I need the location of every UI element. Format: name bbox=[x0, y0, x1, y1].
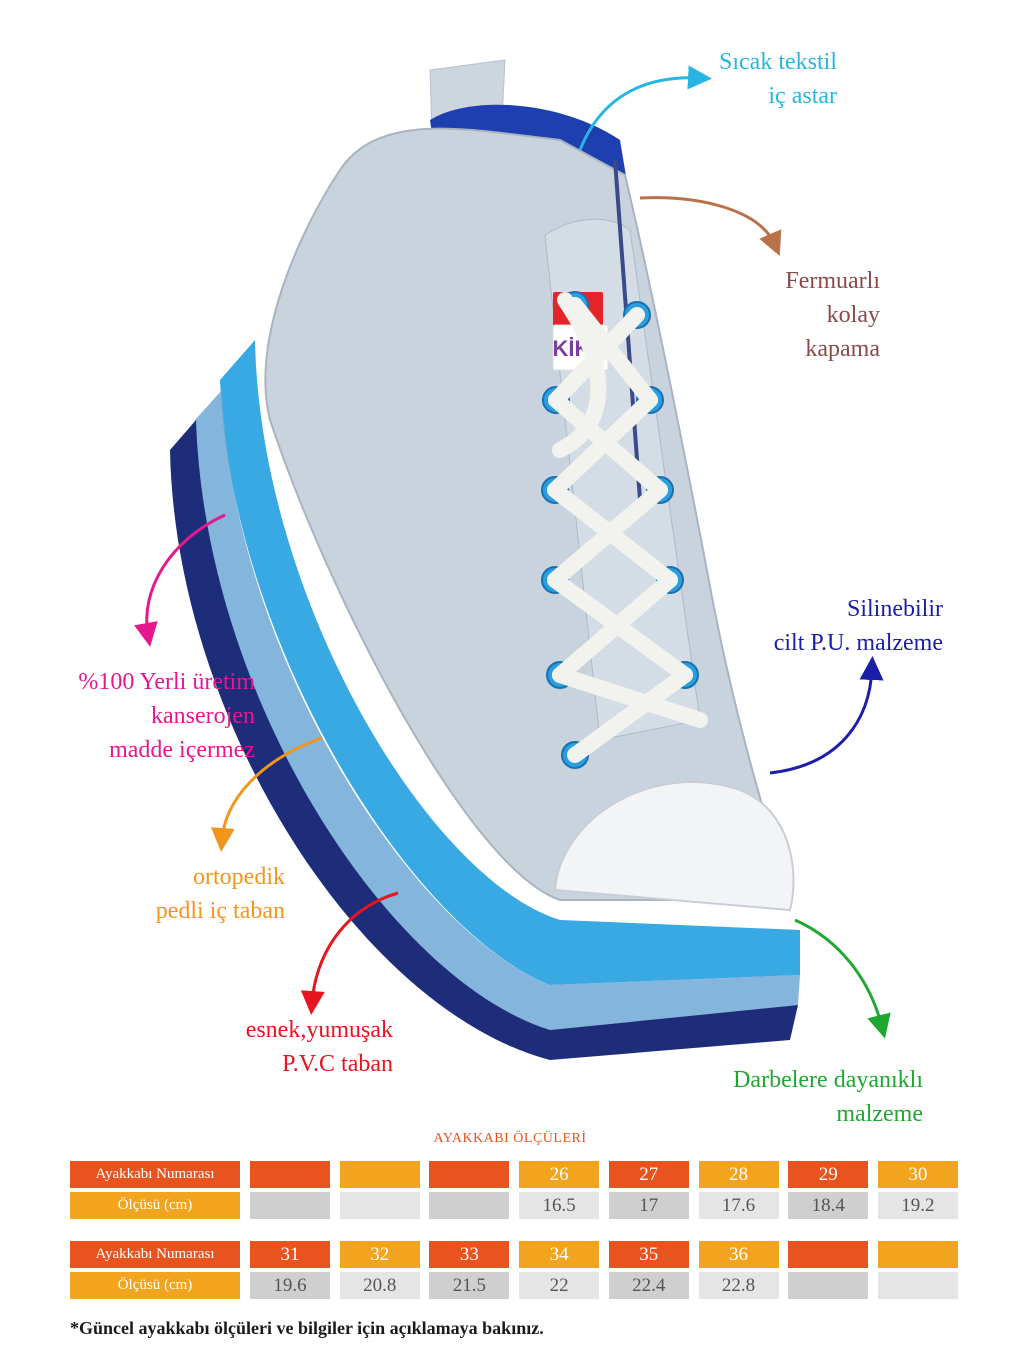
arrow-insole bbox=[210, 736, 323, 852]
size-cell bbox=[339, 1161, 420, 1188]
sneaker-image: KİKO bbox=[170, 59, 800, 1060]
size-cell: 29 bbox=[788, 1161, 869, 1188]
size-cell: 35 bbox=[608, 1241, 689, 1268]
size-cell bbox=[877, 1241, 958, 1268]
size-row: Ayakkabı Numarası 31 32 33 34 35 36 bbox=[70, 1241, 960, 1268]
size-cell: 26 bbox=[519, 1161, 600, 1188]
arrow-zipper bbox=[639, 196, 782, 257]
measure-cell: 17.6 bbox=[698, 1192, 779, 1219]
measure-cell bbox=[788, 1272, 869, 1299]
size-cell bbox=[788, 1241, 869, 1268]
size-row-header: Ayakkabı Numarası bbox=[70, 1241, 240, 1268]
size-cell: 27 bbox=[608, 1161, 689, 1188]
arrow-sole bbox=[300, 891, 399, 1015]
measure-cell bbox=[429, 1192, 510, 1219]
arrow-local bbox=[134, 513, 226, 647]
measure-cell: 22.8 bbox=[698, 1272, 779, 1299]
size-row-header: Ayakkabı Numarası bbox=[70, 1161, 240, 1188]
feature-impact-resistant: Darbelere dayanıklı malzeme bbox=[733, 1067, 923, 1127]
size-cell: 36 bbox=[698, 1241, 779, 1268]
callout-arrows bbox=[134, 65, 891, 1039]
size-cell: 30 bbox=[877, 1161, 958, 1188]
footnote: *Güncel ayakkabı ölçüleri ve bilgiler iç… bbox=[70, 1318, 544, 1338]
arrow-lining bbox=[578, 65, 712, 151]
measure-row: Ölçüsü (cm) 19.6 20.8 21.5 22 22.4 22.8 bbox=[70, 1272, 960, 1299]
size-cell: 31 bbox=[250, 1241, 330, 1268]
measure-cell: 19.6 bbox=[250, 1272, 330, 1299]
measure-cell: 16.5 bbox=[519, 1192, 600, 1219]
measure-row-header: Ölçüsü (cm) bbox=[70, 1272, 240, 1299]
measure-cell: 22.4 bbox=[608, 1272, 689, 1299]
measure-row: Ölçüsü (cm) 16.5 17 17.6 18.4 19.2 bbox=[70, 1192, 960, 1219]
measure-cell: 21.5 bbox=[429, 1272, 510, 1299]
measure-cell bbox=[877, 1272, 958, 1299]
size-cell bbox=[250, 1161, 330, 1188]
size-cell bbox=[429, 1161, 510, 1188]
size-cell: 34 bbox=[519, 1241, 600, 1268]
arrow-wipeable bbox=[769, 656, 884, 775]
measure-cell: 19.2 bbox=[877, 1192, 958, 1219]
size-chart-title: AYAKKABI ÖLÇÜLERİ bbox=[433, 1131, 587, 1146]
size-cell: 33 bbox=[429, 1241, 510, 1268]
feature-lining: Sıcak tekstil iç astar bbox=[719, 49, 837, 109]
size-cell: 28 bbox=[698, 1161, 779, 1188]
feature-local-production: %100 Yerli üretim kanserojen madde içerm… bbox=[78, 669, 255, 763]
measure-cell: 20.8 bbox=[339, 1272, 420, 1299]
feature-zipper: Fermuarlı kolay kapama bbox=[785, 268, 880, 362]
measure-cell: 17 bbox=[608, 1192, 689, 1219]
measure-cell: 22 bbox=[519, 1272, 600, 1299]
measure-cell bbox=[250, 1192, 330, 1219]
measure-cell bbox=[339, 1192, 420, 1219]
size-row: Ayakkabı Numarası 26 27 28 29 30 bbox=[70, 1161, 960, 1188]
arrow-impact bbox=[794, 918, 891, 1039]
feature-insole: ortopedik pedli iç taban bbox=[155, 864, 285, 924]
feature-wipeable: Silinebilir cilt P.U. malzeme bbox=[773, 596, 943, 656]
size-cell: 32 bbox=[339, 1241, 420, 1268]
feature-sole: esnek,yumuşak P.V.C taban bbox=[245, 1017, 393, 1077]
measure-row-header: Ölçüsü (cm) bbox=[70, 1192, 240, 1219]
measure-cell: 18.4 bbox=[788, 1192, 869, 1219]
